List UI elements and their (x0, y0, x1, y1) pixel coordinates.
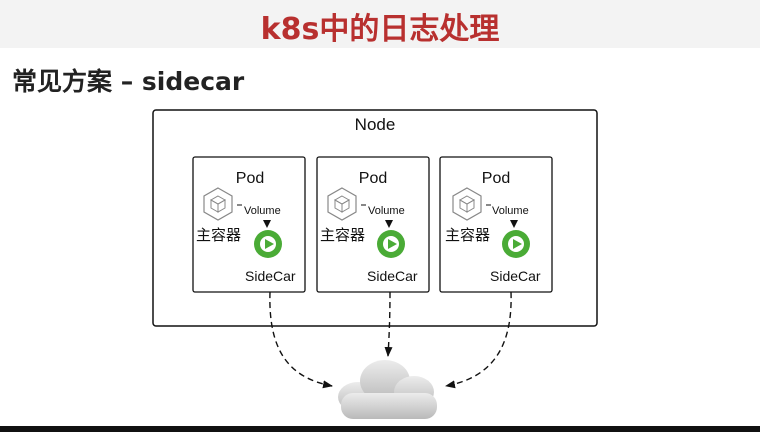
cube-icon (327, 187, 357, 221)
main-container-label: 主容器 (320, 226, 365, 244)
volume-arrow-icon (263, 220, 271, 228)
pod-box (316, 156, 430, 293)
pod-1: Pod Volume 主容器 SideCar (192, 156, 306, 293)
volume-label: Volume (492, 205, 529, 217)
title-band (0, 0, 760, 48)
log-flow-arrow-right (445, 291, 512, 389)
cube-icon (203, 187, 233, 221)
volume-arrow-icon (510, 220, 518, 228)
log-flow-arrow-left (269, 291, 333, 389)
pod-label: Pod (482, 170, 510, 187)
pod-2: Pod Volume 主容器 SideCar (316, 156, 430, 293)
log-flow-arrow-center (384, 291, 393, 357)
volume-arrow-icon (385, 220, 393, 228)
pod-label: Pod (359, 170, 387, 187)
main-container-label: 主容器 (196, 226, 241, 244)
sidecar-label: SideCar (245, 268, 296, 284)
sidecar-label: SideCar (367, 268, 418, 284)
cube-icon (452, 187, 482, 221)
pod-box (439, 156, 553, 293)
main-container-label: 主容器 (445, 226, 490, 244)
play-badge-icon (254, 230, 282, 258)
pod-label: Pod (236, 170, 264, 187)
bottom-bar (0, 426, 760, 432)
play-badge-icon (377, 230, 405, 258)
volume-label: Volume (244, 205, 281, 217)
node-label: Node (355, 115, 396, 134)
pod-3: Pod Volume 主容器 SideCar (439, 156, 553, 293)
pod-box (192, 156, 306, 293)
slide-title: k8s中的日志处理 (260, 12, 500, 47)
sidecar-label: SideCar (490, 268, 541, 284)
cloud-icon (338, 360, 437, 419)
play-badge-icon (502, 230, 530, 258)
volume-label: Volume (368, 205, 405, 217)
section-heading: 常见方案 – sidecar (12, 67, 245, 96)
